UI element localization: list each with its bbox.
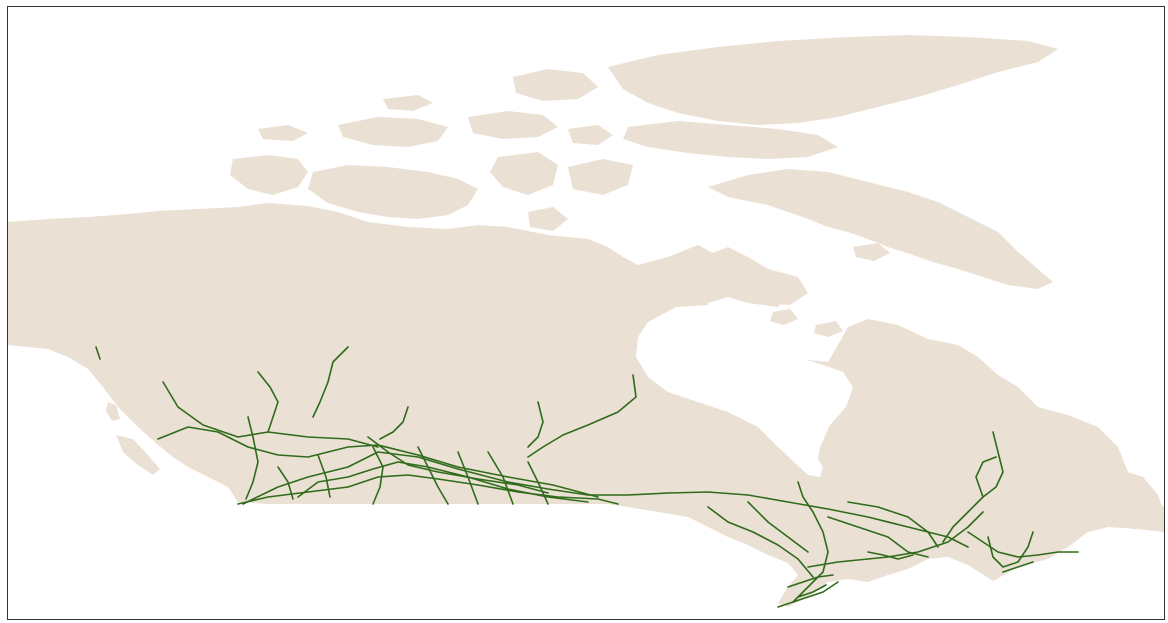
rail-line: [367, 436, 549, 494]
rail-line: [792, 481, 829, 603]
devon-island: [623, 121, 838, 159]
rail-line: [777, 581, 839, 608]
rail-line: [847, 501, 939, 548]
rail-line: [797, 584, 827, 598]
melville-island: [338, 117, 448, 147]
small-island-1: [258, 125, 308, 141]
rail-line: [157, 426, 599, 498]
ellesmere-island: [608, 35, 1058, 125]
small-island-2: [383, 95, 433, 111]
rail-line: [297, 461, 589, 503]
rail-line: [527, 401, 544, 448]
rail-line: [372, 446, 384, 505]
rail-line: [457, 451, 479, 505]
banks-island: [230, 155, 308, 195]
rail-line: [967, 531, 1079, 558]
axel-heiberg-island: [513, 69, 598, 101]
hudson-bay: [636, 305, 853, 475]
coats-island: [770, 309, 798, 325]
rail-network: [95, 346, 1079, 608]
rail-line: [317, 454, 331, 498]
king-william-island: [528, 207, 568, 231]
prince-of-wales-island: [490, 152, 558, 195]
victoria-island: [308, 165, 478, 219]
cornwallis-island: [568, 125, 613, 145]
small-island-3: [853, 243, 890, 261]
rail-line: [975, 431, 1004, 498]
rail-line: [987, 531, 1034, 568]
newfoundland: [1088, 469, 1164, 529]
rail-line: [807, 511, 984, 568]
rail-line: [527, 461, 549, 505]
rail-line: [827, 516, 929, 558]
rail-line: [417, 446, 449, 505]
rail-line: [747, 501, 809, 553]
haida-gwaii: [106, 402, 120, 421]
baffin-island: [708, 169, 1053, 289]
somerset-island: [568, 159, 633, 195]
james-bay: [798, 447, 823, 477]
map-frame: [7, 6, 1165, 620]
canada-rail-map: [8, 35, 1164, 608]
rail-line: [787, 574, 834, 588]
bathurst-island: [468, 111, 558, 139]
southampton-island: [736, 269, 808, 305]
rail-line: [245, 416, 259, 500]
rail-line: [312, 346, 349, 418]
rail-line: [487, 451, 514, 505]
rail-line: [379, 406, 409, 440]
rail-line: [257, 371, 279, 433]
land-layer: [8, 35, 1164, 607]
vancouver-island: [116, 435, 160, 475]
rail-line: [1002, 561, 1034, 573]
rail-line: [867, 551, 914, 560]
rail-line: [942, 496, 984, 543]
rail-line: [707, 506, 814, 578]
rail-line: [237, 474, 619, 505]
rail-line: [277, 466, 294, 500]
rail-line: [95, 346, 101, 360]
rail-line: [242, 451, 969, 548]
small-island-4: [814, 321, 843, 337]
rail-line: [527, 374, 637, 458]
